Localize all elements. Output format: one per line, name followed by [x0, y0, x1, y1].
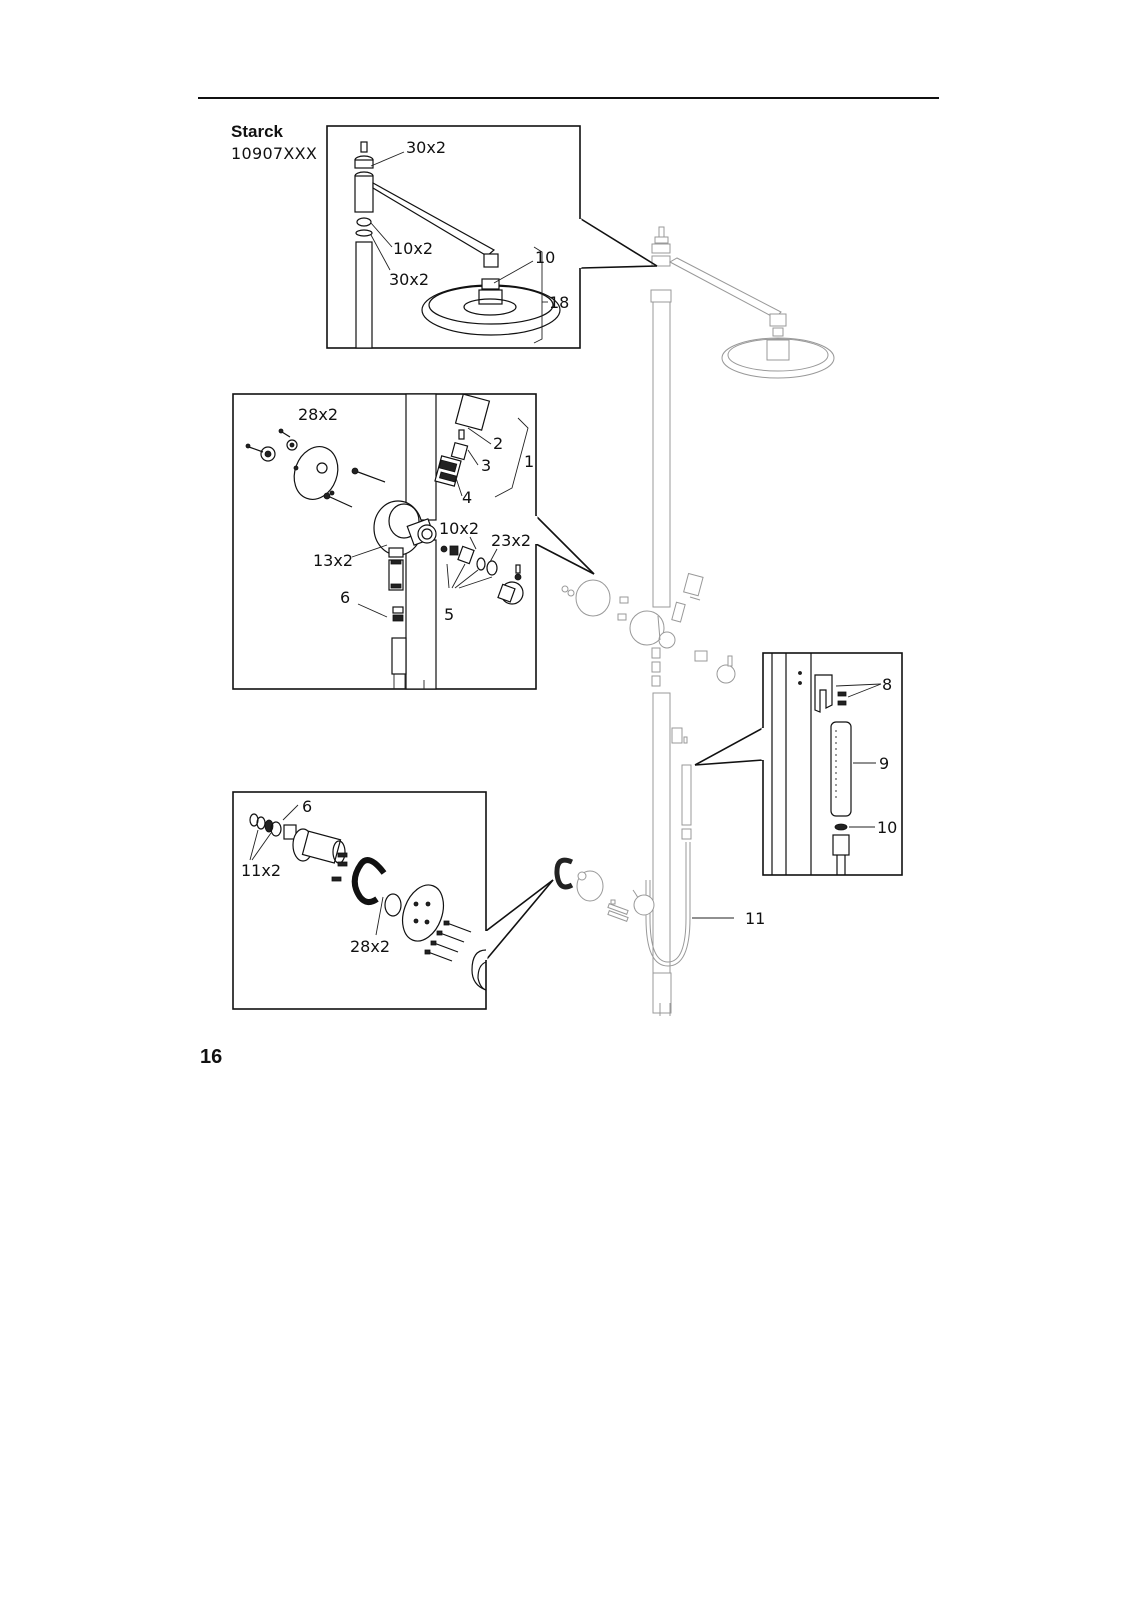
model-number: 10907XXX	[231, 144, 318, 163]
callout-10: 10	[877, 818, 897, 837]
callout-10x2: 10x2	[393, 239, 433, 258]
brand-name: Starck	[231, 122, 283, 141]
callout-9: 9	[879, 754, 889, 773]
main-assembly	[554, 226, 835, 1016]
callout-8: 8	[882, 675, 892, 694]
callout-1: 1	[524, 452, 534, 471]
callout-28x2: 28x2	[350, 937, 390, 956]
callout-23x2: 23x2	[491, 531, 531, 550]
callout-5: 5	[444, 605, 454, 624]
callout-30x2-bottom: 30x2	[389, 270, 429, 289]
callout-6: 6	[302, 797, 312, 816]
header-rule	[198, 97, 939, 99]
hand-shower-holder-detail-box: 8 9 10	[694, 652, 903, 876]
callout-11x2: 11x2	[241, 861, 281, 880]
callout-13x2: 13x2	[313, 551, 353, 570]
page-number: 16	[200, 1046, 223, 1068]
callout-4: 4	[462, 488, 472, 507]
mixer-detail-box: 28x2 2 3 1 4 10x2 23x2 13x2 6 5	[232, 393, 595, 690]
callout-2: 2	[493, 434, 503, 453]
callout-3: 3	[481, 456, 491, 475]
callout-30x2-top: 30x2	[406, 138, 446, 157]
callout-6: 6	[340, 588, 350, 607]
callout-28x2: 28x2	[298, 405, 338, 424]
shower-head-detail-box: 30x2 10x2 30x2 10 18	[326, 125, 658, 349]
callout-18: 18	[549, 293, 569, 312]
callout-10: 10	[535, 248, 555, 267]
wall-connection-detail-box: 6 11x2 28x2	[232, 791, 554, 1010]
callout-11-hose: 11	[745, 909, 765, 928]
callout-10x2: 10x2	[439, 519, 479, 538]
